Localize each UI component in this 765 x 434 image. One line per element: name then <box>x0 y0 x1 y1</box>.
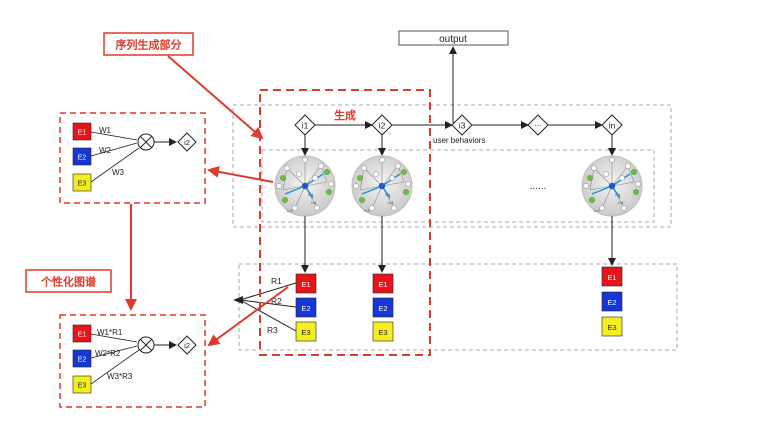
svg-text:E2: E2 <box>78 155 87 162</box>
svg-text:E1: E1 <box>78 332 87 339</box>
relation-label-r1: R1 <box>271 276 282 286</box>
bottom-weight-w2r2: W2*R2 <box>95 349 121 358</box>
personalized-graph-label-box <box>25 269 112 293</box>
sequence-generation-label: 序列生成部分 <box>116 38 182 52</box>
svg-text:E3: E3 <box>78 383 87 390</box>
svg-text:E2: E2 <box>78 357 87 364</box>
svg-text:i=3: i=3 <box>287 208 293 213</box>
top-multiply-icon <box>137 133 155 151</box>
svg-text:E1: E1 <box>378 280 387 289</box>
graph-circle-n: i=1 i=3 i=4 <box>581 155 643 217</box>
svg-text:i3: i3 <box>459 121 466 131</box>
svg-text:E1: E1 <box>607 273 616 282</box>
item-node-3: i3 <box>451 114 473 136</box>
svg-text:i1: i1 <box>302 121 309 131</box>
graph-row-box <box>261 149 655 223</box>
svg-text:i=3: i=3 <box>364 208 370 213</box>
generation-label: 生成 <box>334 108 356 122</box>
item-node-1: i1 <box>294 114 316 136</box>
graph-ellipsis: ...... <box>530 181 547 192</box>
top-entities: E1 E2 E3 <box>72 122 92 192</box>
svg-text:i=3: i=3 <box>594 208 600 213</box>
graph-to-top-block-arrow <box>207 165 274 183</box>
svg-text:E2: E2 <box>607 298 616 307</box>
weighted-sum-top-box <box>59 112 206 204</box>
svg-text:E2: E2 <box>378 304 387 313</box>
user-behaviors-label: user behaviors <box>433 136 485 145</box>
top-output-node: i2 <box>177 132 197 152</box>
svg-text:i=4: i=4 <box>311 200 317 205</box>
weighted-sum-bottom-box <box>59 314 206 408</box>
output-label: output <box>439 34 467 45</box>
bottom-weight-edges <box>90 333 140 385</box>
relation-edges <box>239 282 297 332</box>
svg-text:E3: E3 <box>301 328 310 337</box>
svg-text:E3: E3 <box>78 181 87 188</box>
item-node-n: in <box>601 114 623 136</box>
sequence-outer-box <box>232 104 672 228</box>
personalized-graph-label: 个性化图谱 <box>40 275 96 289</box>
svg-text:i2: i2 <box>184 341 190 350</box>
svg-text:...: ... <box>534 118 541 128</box>
relation-label-r3: R3 <box>267 325 278 335</box>
svg-text:E3: E3 <box>378 328 387 337</box>
bottom-output-node: i2 <box>177 335 197 355</box>
bottom-weight-w3r3: W3*R3 <box>107 372 133 381</box>
item-node-2: i2 <box>371 114 393 136</box>
svg-text:i=1: i=1 <box>615 192 621 197</box>
relation-arrowhead <box>233 296 243 304</box>
svg-text:i=4: i=4 <box>618 200 624 205</box>
top-weight-w3: W3 <box>112 168 125 177</box>
svg-text:i=1: i=1 <box>308 192 314 197</box>
top-weight-w1: W1 <box>99 126 112 135</box>
entity-row-box <box>238 263 678 351</box>
relation-label-r2: R2 <box>271 296 282 306</box>
output-box <box>398 30 509 46</box>
top-weight-w2: W2 <box>99 146 112 155</box>
svg-text:in: in <box>609 121 616 131</box>
svg-text:E3: E3 <box>607 323 616 332</box>
svg-text:i=1: i=1 <box>385 192 391 197</box>
graph-circle-1: i=1 i=3 i=4 <box>274 155 336 217</box>
svg-text:E2: E2 <box>301 304 310 313</box>
sequence-generation-label-box <box>103 32 194 56</box>
bottom-entities: E1 E2 E3 <box>72 324 92 394</box>
bottom-multiply-icon <box>137 336 155 354</box>
graph-circle-2: i=1 i=3 i=4 <box>351 155 413 217</box>
svg-text:E1: E1 <box>78 130 87 137</box>
svg-text:i=4: i=4 <box>388 200 394 205</box>
item-node-4: ... <box>527 114 549 136</box>
entity-column-n: E1 E2 E3 <box>601 266 623 337</box>
svg-text:E1: E1 <box>301 280 310 289</box>
sequence-generation-pointer <box>167 55 264 140</box>
entity-column-1: E1 E2 E3 <box>295 273 317 342</box>
entity-column-2: E1 E2 E3 <box>372 273 394 342</box>
svg-text:i2: i2 <box>184 138 190 147</box>
top-weight-edges <box>90 131 140 183</box>
bottom-weight-w1r1: W1*R1 <box>97 328 123 337</box>
svg-text:i2: i2 <box>379 121 386 131</box>
generation-highlight-box <box>259 89 431 356</box>
entities-to-bottom-block-arrow <box>207 286 289 347</box>
